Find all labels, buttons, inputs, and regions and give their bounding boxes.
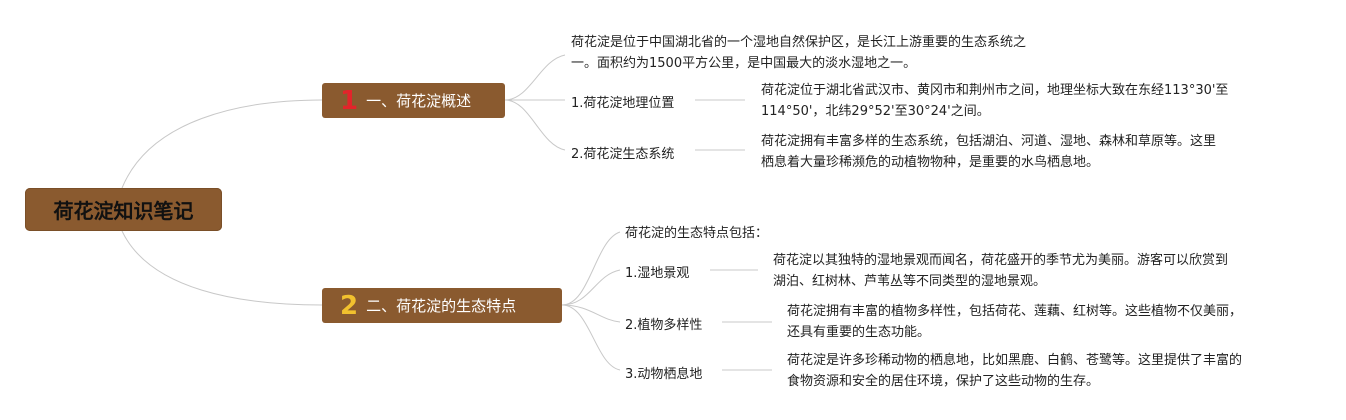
geography-detail-line1: 荷花淀位于湖北省武汉市、黄冈市和荆州市之间，地理坐标大致在东经113°30'至 <box>761 83 1229 98</box>
root-title: 荷花淀知识笔记 <box>53 199 194 223</box>
branch-overview[interactable]: 1 一、荷花淀概述 <box>322 83 505 118</box>
geography-detail: 荷花淀位于湖北省武汉市、黄冈市和荆州市之间，地理坐标大致在东经113°30'至 … <box>761 80 1228 122</box>
connector-branch1-item2 <box>504 99 566 151</box>
branch-ecology[interactable]: 2 二、荷花淀的生态特点 <box>322 288 562 323</box>
connector-root-branch2 <box>121 230 323 306</box>
wetland-detail: 荷花淀以其独特的湿地景观而闻名，荷花盛开的季节尤为美丽。游客可以欣赏到 湖泊、红… <box>773 250 1228 292</box>
subtopic-geography[interactable]: 1.荷花淀地理位置 <box>571 96 675 111</box>
ecosystem-detail-line2: 栖息着大量珍稀濒危的动植物物种，是重要的水鸟栖息地。 <box>761 155 1100 170</box>
subtopic-wetland[interactable]: 1.湿地景观 <box>625 266 690 281</box>
branch-number-1: 1 <box>340 85 359 116</box>
plant-diversity-detail-line1: 荷花淀拥有丰富的植物多样性，包括荷花、莲藕、红树等。这些植物不仅美丽， <box>787 304 1243 319</box>
connector-branch2-item3 <box>561 304 621 371</box>
connector-branch2-intro <box>561 231 621 306</box>
connector-branch1-intro <box>504 54 566 101</box>
subtopic-ecosystem[interactable]: 2.荷花淀生态系统 <box>571 147 675 162</box>
ecology-intro: 荷花淀的生态特点包括： <box>625 226 769 241</box>
branch-label-overview: 一、荷花淀概述 <box>366 92 472 110</box>
connector-branch2-item2 <box>561 304 621 323</box>
ecosystem-detail: 荷花淀拥有丰富多样的生态系统，包括湖泊、河道、湿地、森林和草原等。这里 栖息着大… <box>761 131 1216 173</box>
wetland-detail-line1: 荷花淀以其独特的湿地景观而闻名，荷花盛开的季节尤为美丽。游客可以欣赏到 <box>773 253 1229 268</box>
subtopic-animal-habitat[interactable]: 3.动物栖息地 <box>625 367 703 382</box>
branch-label-ecology: 二、荷花淀的生态特点 <box>366 297 517 315</box>
plant-diversity-detail: 荷花淀拥有丰富的植物多样性，包括荷花、莲藕、红树等。这些植物不仅美丽， 还具有重… <box>787 301 1242 343</box>
connector-root-branch1 <box>121 99 323 189</box>
plant-diversity-detail-line2: 还具有重要的生态功能。 <box>787 325 931 340</box>
animal-habitat-detail-line1: 荷花淀是许多珍稀动物的栖息地，比如黑鹿、白鹤、苍鹭等。这里提供了丰富的 <box>787 353 1243 368</box>
overview-intro-line2: 一。面积约为1500平方公里，是中国最大的淡水湿地之一。 <box>571 56 917 71</box>
root-node[interactable]: 荷花淀知识笔记 <box>25 188 222 231</box>
wetland-detail-line2: 湖泊、红树林、芦苇丛等不同类型的湿地景观。 <box>773 274 1047 289</box>
animal-habitat-detail-line2: 食物资源和安全的居住环境，保护了这些动物的生存。 <box>787 374 1100 389</box>
connector-branch2-item1 <box>561 269 621 306</box>
branch-number-2: 2 <box>340 290 359 321</box>
geography-detail-line2: 114°50'，北纬29°52'至30°24'之间。 <box>761 104 990 119</box>
subtopic-plant-diversity[interactable]: 2.植物多样性 <box>625 318 703 333</box>
overview-intro: 荷花淀是位于中国湖北省的一个湿地自然保护区，是长江上游重要的生态系统之 一。面积… <box>571 32 1026 74</box>
overview-intro-line1: 荷花淀是位于中国湖北省的一个湿地自然保护区，是长江上游重要的生态系统之 <box>571 35 1027 50</box>
animal-habitat-detail: 荷花淀是许多珍稀动物的栖息地，比如黑鹿、白鹤、苍鹭等。这里提供了丰富的 食物资源… <box>787 350 1242 392</box>
ecosystem-detail-line1: 荷花淀拥有丰富多样的生态系统，包括湖泊、河道、湿地、森林和草原等。这里 <box>761 134 1217 149</box>
